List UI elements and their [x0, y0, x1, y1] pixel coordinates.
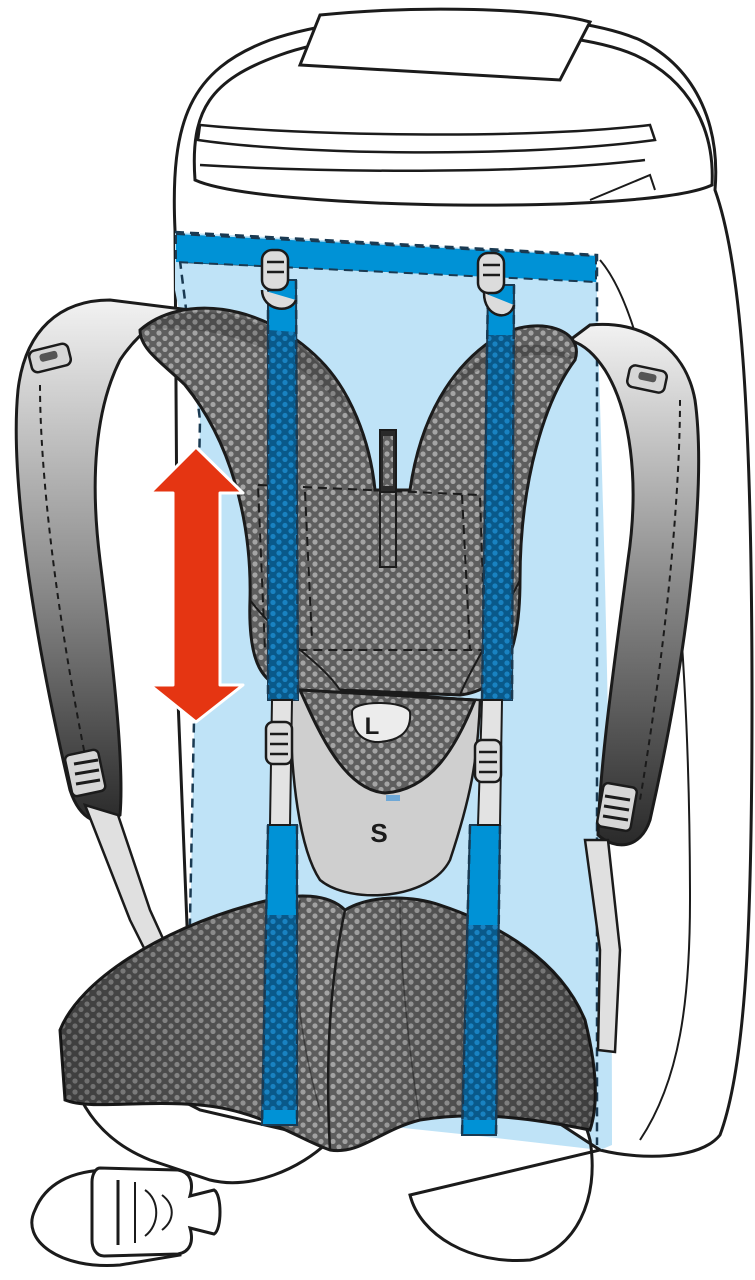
ladder-lock-icon[interactable]	[264, 720, 294, 766]
double-arrow-vertical-icon	[148, 445, 245, 724]
size-label-s: S	[370, 818, 387, 848]
left-shoulder-strap	[14, 298, 191, 983]
right-rail	[460, 284, 516, 1136]
ladder-lock-icon[interactable]	[260, 248, 298, 310]
size-indicator-l: L	[350, 702, 412, 744]
hip-belt	[30, 894, 604, 1268]
ladder-lock-icon[interactable]	[625, 364, 669, 394]
ladder-lock-icon[interactable]	[476, 251, 516, 317]
hip-belt-buckle-icon[interactable]	[90, 1166, 222, 1258]
size-marker	[386, 795, 400, 801]
ladder-lock-icon[interactable]	[473, 738, 503, 784]
ladder-lock-icon[interactable]	[27, 342, 73, 374]
ladder-lock-icon[interactable]	[595, 781, 639, 833]
velcro-strip-icon	[379, 429, 397, 568]
ladder-lock-icon[interactable]	[63, 748, 107, 798]
size-label-l: L	[365, 713, 380, 740]
right-shoulder-strap	[566, 322, 701, 1054]
